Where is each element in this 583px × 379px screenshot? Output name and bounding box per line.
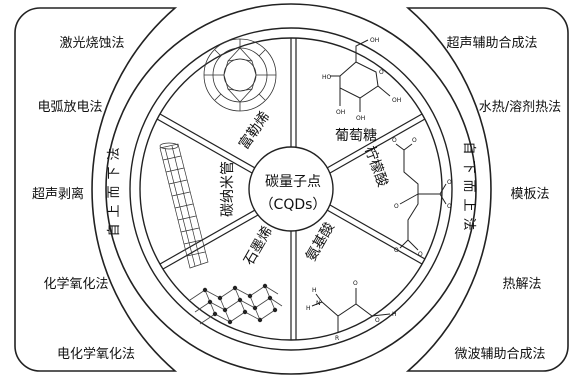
svg-text:O: O [394,203,399,210]
left-method: 超声剥离 [32,186,84,202]
svg-text:O: O [394,247,399,254]
glucose-label: 葡萄糖 [335,128,377,144]
right-method: 微波辅助合成法 [454,347,545,362]
svg-text:N: N [316,300,321,307]
right-method: 超声辅助合成法 [446,36,537,51]
svg-text:OH: OH [356,115,365,122]
svg-text:O: O [412,137,417,144]
graphite-label: 石墨烯 [241,224,276,268]
svg-text:O: O [353,280,358,287]
svg-text:OH: OH [336,109,345,116]
amino-acid-atom-labels: O H N O R H H [306,280,397,342]
outer-ring [105,3,477,375]
right-methods-panel [405,7,569,372]
fullerene-label: 富勒烯 [235,108,273,152]
svg-text:O: O [418,251,423,258]
left-method: 化学氧化法 [43,276,108,292]
left-methods-panel [14,7,178,372]
citric-acid-structure [395,143,447,251]
left-method: 电化学氧化法 [57,346,135,362]
center-label-line2: （CQDs） [260,197,327,213]
svg-text:O: O [447,203,452,210]
svg-text:H: H [306,305,311,312]
svg-text:R: R [335,335,339,342]
svg-text:O: O [379,69,384,76]
left-method: 电弧放电法 [37,100,102,115]
svg-text:HO: HO [322,74,332,81]
nanotube-illustration [159,142,209,269]
right-method: 水热/溶剂热法 [479,100,561,115]
citric-acid-atom-labels: O O O O O O O [392,137,452,258]
svg-text:O: O [447,179,452,186]
right-method: 热解法 [502,277,541,292]
svg-text:OH: OH [370,37,379,44]
nanotube-label: 碳纳米管 [220,161,236,217]
graphene-atoms [202,283,278,325]
svg-text:H: H [392,311,397,318]
glucose-structure [330,39,391,112]
svg-text:H: H [312,287,317,294]
center-label-line1: 碳量子点 [265,174,321,190]
amino-acid-structure [311,288,391,332]
bottom-up-label: 自下而上法 [461,141,476,236]
glucose-atom-labels: OH OH HO OH OH O [322,37,401,122]
left-methods-list: 激光烧蚀法 电弧放电法 超声剥离 化学氧化法 电化学氧化法 [32,36,135,362]
sector-dividers [156,38,426,340]
top-down-label: 自上而下法 [107,141,122,236]
citric-acid-label: 柠檬酸 [361,144,390,189]
right-method: 模板法 [510,187,549,202]
right-methods-list: 超声辅助合成法 水热/溶剂热法 模板法 热解法 微波辅助合成法 [446,36,561,362]
left-method: 激光烧蚀法 [59,36,124,51]
svg-text:OH: OH [392,97,401,104]
svg-text:O: O [375,317,380,324]
svg-text:O: O [392,137,397,144]
approach-ring-inner [129,27,453,351]
fullerene-illustration [203,38,277,112]
